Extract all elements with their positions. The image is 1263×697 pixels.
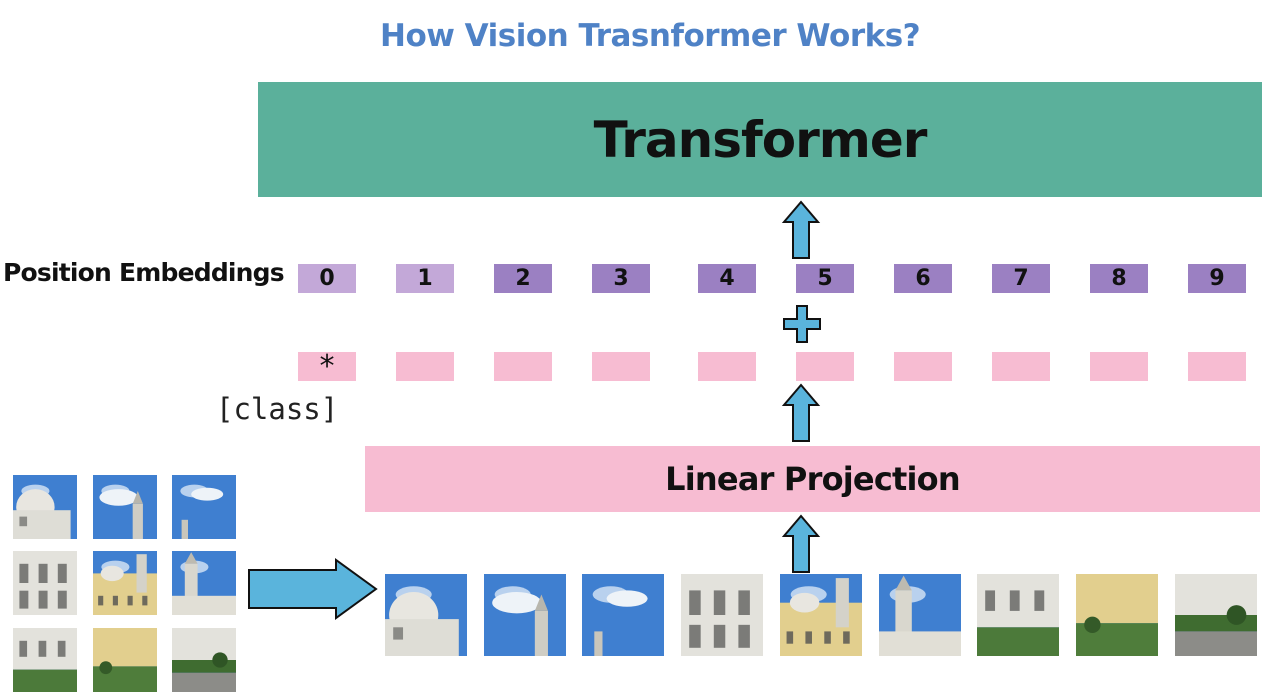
- position-embedding-6: 6: [894, 264, 952, 293]
- patch-token-5: [796, 352, 854, 381]
- position-embedding-7: 7: [992, 264, 1050, 293]
- linear-projection-block: Linear Projection: [365, 446, 1260, 512]
- sequence-patch-image: [977, 574, 1059, 656]
- linear-projection-label: Linear Projection: [665, 460, 960, 498]
- class-token-box: *: [298, 349, 356, 384]
- grid-patch-image: [13, 551, 77, 615]
- sequence-patch-image: [879, 574, 961, 656]
- position-embedding-3: 3: [592, 264, 650, 293]
- position-embedding-0: 0: [298, 264, 356, 293]
- grid-patch-image: [13, 628, 77, 692]
- patch-token-6: [894, 352, 952, 381]
- position-embedding-9: 9: [1188, 264, 1246, 293]
- arrow-up-to-tokens-icon: [781, 383, 821, 442]
- sequence-patch-image: [1175, 574, 1257, 656]
- patch-token-9: [1188, 352, 1246, 381]
- grid-patch-image: [93, 475, 157, 539]
- transformer-label: Transformer: [593, 110, 928, 169]
- class-token-symbol: *: [317, 349, 337, 384]
- sequence-patch-image: [582, 574, 664, 656]
- sequence-patch-image: [681, 574, 763, 656]
- patch-token-8: [1090, 352, 1148, 381]
- class-token-label: [class]: [216, 392, 339, 426]
- arrow-up-to-transformer-icon: [781, 200, 821, 259]
- grid-patch-image: [172, 551, 236, 615]
- position-embedding-5: 5: [796, 264, 854, 293]
- position-embeddings-label: Position Embeddings: [3, 258, 285, 287]
- patch-token-1: [396, 352, 454, 381]
- transformer-block: Transformer: [258, 82, 1262, 197]
- grid-patch-image: [172, 628, 236, 692]
- grid-patch-image: [172, 475, 236, 539]
- sequence-patch-image: [780, 574, 862, 656]
- patch-token-3: [592, 352, 650, 381]
- sequence-patch-image: [1076, 574, 1158, 656]
- plus-icon: [783, 305, 821, 343]
- grid-patch-image: [93, 628, 157, 692]
- sequence-patch-image: [484, 574, 566, 656]
- grid-patch-image: [13, 475, 77, 539]
- position-embedding-2: 2: [494, 264, 552, 293]
- patch-token-2: [494, 352, 552, 381]
- position-embedding-8: 8: [1090, 264, 1148, 293]
- arrow-up-to-projection-icon: [781, 514, 821, 573]
- arrow-right-flatten-icon: [248, 558, 378, 620]
- diagram-title: How Vision Trasnformer Works?: [380, 18, 921, 54]
- grid-patch-image: [93, 551, 157, 615]
- patch-token-4: [698, 352, 756, 381]
- position-embedding-1: 1: [396, 264, 454, 293]
- position-embedding-4: 4: [698, 264, 756, 293]
- sequence-patch-image: [385, 574, 467, 656]
- patch-token-7: [992, 352, 1050, 381]
